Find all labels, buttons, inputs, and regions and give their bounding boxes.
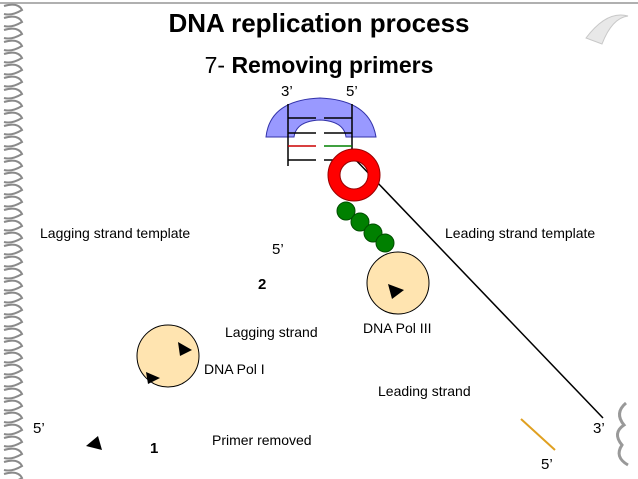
dna-pol-i-shape xyxy=(136,324,200,388)
end-label-bottom-left: 5’ xyxy=(33,420,45,437)
leading-strand-label: Leading strand xyxy=(378,383,471,399)
subtitle-number: 7- xyxy=(204,52,226,78)
binding-coil xyxy=(3,99,24,112)
leading-template-line xyxy=(351,155,604,419)
binding-coil xyxy=(3,375,24,388)
binding-coil xyxy=(3,363,24,376)
end-label-primer: 5’ xyxy=(541,456,553,473)
binding-coil xyxy=(3,147,24,160)
sliding-clamp xyxy=(328,149,380,201)
binding-coil xyxy=(3,75,24,88)
binding-coil xyxy=(3,15,24,28)
end-label-top-left: 3’ xyxy=(281,83,293,100)
pol-i-arrow-top-icon xyxy=(178,342,192,356)
binding-coil xyxy=(3,423,24,436)
binding-coil xyxy=(3,135,24,148)
binding-coil xyxy=(3,315,24,328)
slide-title: DNA replication process xyxy=(168,8,470,38)
binding-coil xyxy=(3,63,24,76)
slide-subtitle: 7- Removing primers xyxy=(0,52,638,79)
fragment-number-1: 1 xyxy=(150,440,159,457)
binding-coil xyxy=(3,387,24,400)
binding-coil xyxy=(3,303,24,316)
binding-coil xyxy=(3,399,24,412)
binding-coil xyxy=(3,339,24,352)
binding-coil xyxy=(3,27,24,40)
dna-pol-iii-shape xyxy=(366,251,430,315)
binding-coil xyxy=(3,159,24,172)
binding-coil xyxy=(3,3,24,16)
binding-coil xyxy=(3,111,24,124)
binding-coil xyxy=(3,219,24,232)
binding-coil xyxy=(3,51,24,64)
primer-removed-arrow-icon xyxy=(86,436,102,450)
binding-coil xyxy=(3,183,24,196)
lagging-strand-label: Lagging strand xyxy=(225,324,318,340)
binding-coil xyxy=(3,207,24,220)
dna-pol-iii-label: DNA Pol III xyxy=(363,320,432,336)
binding-coil xyxy=(3,435,24,448)
binding-coil xyxy=(3,327,24,340)
leading-template-label: Leading strand template xyxy=(445,225,596,241)
binding-coil xyxy=(3,171,24,184)
subtitle-text: Removing primers xyxy=(231,52,434,78)
binding-coil xyxy=(3,447,24,460)
primer-removed-label: Primer removed xyxy=(212,432,312,448)
end-label-mid: 5’ xyxy=(272,241,284,258)
binding-coil xyxy=(3,279,24,292)
lagging-template-label: Lagging strand template xyxy=(40,225,191,241)
page-curl-decoration xyxy=(585,14,629,45)
binding-coil xyxy=(3,255,24,268)
fragment-number-2: 2 xyxy=(258,276,267,293)
binding-coil xyxy=(3,267,24,280)
binding-coil xyxy=(3,459,24,472)
green-beads xyxy=(336,201,395,253)
binding-coil xyxy=(3,243,24,256)
pol-iii-arrow-icon xyxy=(388,284,404,299)
helicase-shape xyxy=(265,97,377,138)
end-label-top-right: 5’ xyxy=(346,83,358,100)
binding-coil xyxy=(3,39,24,52)
spiral-binding-border xyxy=(3,3,24,479)
binding-coil xyxy=(3,471,24,479)
end-label-bottom-right: 3’ xyxy=(593,420,605,437)
dna-pol-i-label: DNA Pol I xyxy=(204,361,265,377)
top-border xyxy=(0,2,638,4)
binding-coil xyxy=(3,195,24,208)
binding-coil xyxy=(3,123,24,136)
binding-coil xyxy=(3,87,24,100)
primer-segment xyxy=(520,418,556,451)
pol-i-arrow-bottom-icon xyxy=(146,372,160,384)
binding-coil xyxy=(3,351,24,364)
binding-coil xyxy=(3,411,24,424)
binding-coil xyxy=(3,291,24,304)
binding-coil xyxy=(3,231,24,244)
scroll-ornament-icon xyxy=(616,401,629,467)
